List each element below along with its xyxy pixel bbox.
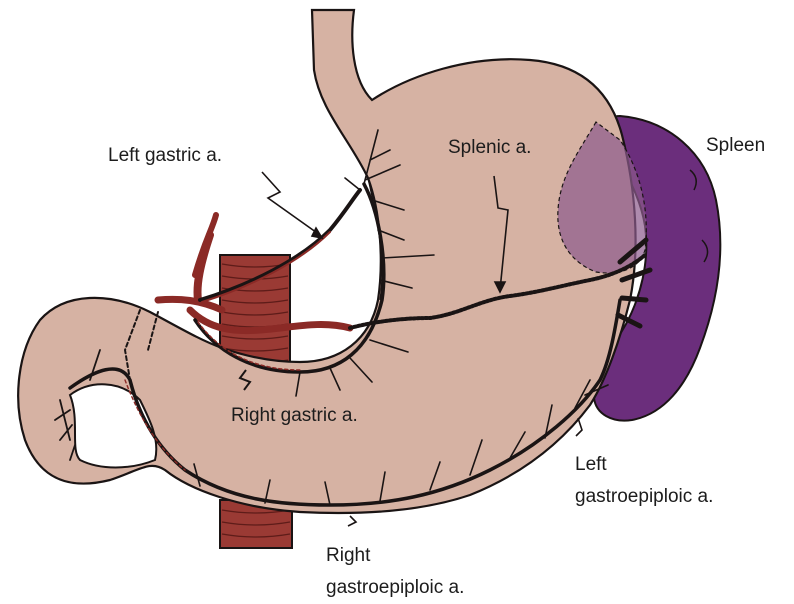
right-gastric-artery-label: Right gastric a.	[231, 405, 358, 426]
left-gastric-artery-label: Left gastric a.	[108, 145, 223, 166]
vessels	[54, 129, 653, 507]
right-gastroepiploic-artery-label: Right gastroepiploic a.	[326, 540, 464, 604]
pointer-arrows	[238, 171, 583, 527]
right-gastroepiploic-line-2: gastroepiploic a.	[326, 577, 465, 598]
splenic-artery	[348, 253, 647, 330]
spleen-label: Spleen	[706, 135, 766, 156]
left-gastroepiploic-line-2: gastroepiploic a.	[575, 486, 714, 507]
gastroepiploic-arcade	[68, 298, 622, 507]
splenic-artery-label: Splenic a.	[448, 137, 532, 158]
right-gastric-artery	[193, 182, 386, 374]
right-gastroepiploic-line-1: Right	[326, 545, 371, 566]
spleen-overlap	[557, 121, 647, 274]
left-gastric-artery	[198, 188, 362, 302]
stomach	[17, 8, 637, 515]
left-gastroepiploic-artery-label: Left gastroepiploic a.	[575, 449, 713, 513]
left-gastroepiploic-line-1: Left	[575, 454, 607, 475]
